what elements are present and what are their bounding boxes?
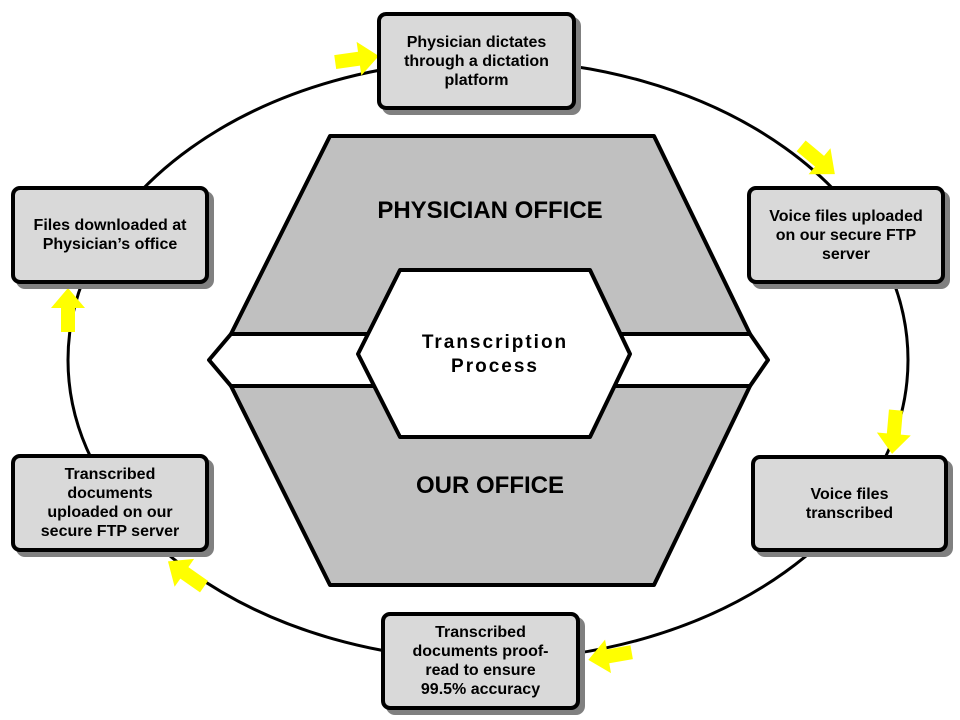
step-text: Voice files uploaded on our secure FTP s… (769, 207, 923, 263)
step-text: Files downloaded at Physician’s office (33, 217, 187, 253)
step-text: Voice files transcribed (805, 485, 894, 522)
step-box-documents-proofread: Transcribed documents proof- read to ens… (381, 612, 580, 710)
step-box-voice-files-transcribed: Voice files transcribed (751, 455, 948, 552)
inner-hexagon (356, 268, 632, 439)
our-office-label: OUR OFFICE (416, 472, 564, 499)
arrow-to-step-1 (334, 41, 379, 76)
arrow-to-step-5 (167, 558, 209, 593)
arrow-to-step-6 (51, 288, 85, 332)
step-box-physician-dictates: Physician dictates through a dictation p… (377, 12, 576, 110)
step-text: Transcribed documents uploaded on our se… (40, 466, 180, 540)
step-box-files-downloaded: Files downloaded at Physician’s office (11, 186, 209, 284)
step-box-documents-uploaded: Transcribed documents uploaded on our se… (11, 454, 209, 552)
step-text: Transcribed documents proof- read to ens… (412, 624, 549, 698)
transcription-process-label: Transcription Process (421, 332, 569, 377)
physician-office-label: PHYSICIAN OFFICE (377, 197, 603, 224)
arrow-to-step-3 (876, 409, 911, 454)
arrow-to-step-2 (796, 140, 835, 175)
step-text: Physician dictates through a dictation p… (404, 33, 549, 89)
step-box-voice-files-uploaded: Voice files uploaded on our secure FTP s… (747, 186, 945, 284)
arrow-to-step-4 (588, 639, 633, 674)
